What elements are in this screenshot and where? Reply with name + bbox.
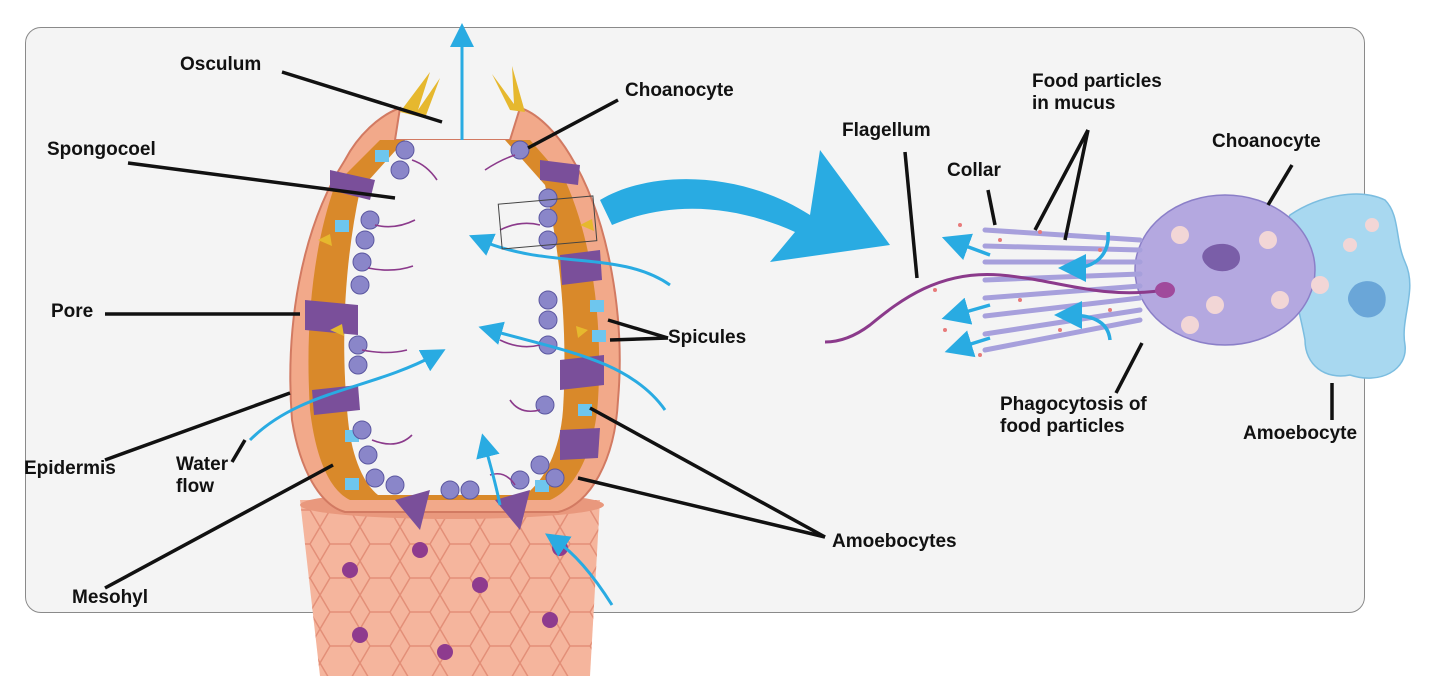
label-spongocoel: Spongocoel: [47, 139, 156, 160]
water-flow-arrows: [248, 23, 671, 606]
zoom-box: [497, 195, 598, 250]
sponge-base: [300, 491, 604, 676]
label-phagocytosis: Phagocytosis of food particles: [1000, 394, 1147, 438]
label-water-flow-line-1: Water: [176, 454, 229, 475]
flagellum-line: [824, 272, 1166, 344]
leader-lines: [104, 70, 1334, 590]
label-collar: Collar: [947, 160, 1001, 181]
sponge-wall: [289, 66, 621, 530]
label-food-particles-line-1: Food particles: [1032, 71, 1162, 92]
label-water-flow: Water flow: [176, 454, 228, 498]
label-spicules: Spicules: [668, 327, 747, 348]
choanocyte-cell: [1134, 194, 1379, 346]
label-epidermis: Epidermis: [24, 458, 116, 479]
label-amoebocytes: Amoebocytes: [832, 531, 957, 552]
label-choanocyte-right: Choanocyte: [1212, 131, 1321, 152]
label-osculum: Osculum: [180, 54, 262, 75]
label-phagocytosis-line-2: food particles: [1000, 416, 1125, 437]
label-food-particles: Food particles in mucus: [1032, 71, 1162, 115]
label-flagellum: Flagellum: [842, 120, 931, 141]
label-pore: Pore: [51, 301, 94, 322]
label-mesohyl: Mesohyl: [72, 587, 149, 608]
label-water-flow-line-2: flow: [176, 476, 214, 497]
label-phagocytosis-line-1: Phagocytosis of: [1000, 394, 1147, 415]
collar-microvilli: [982, 227, 1143, 353]
label-amoebocyte-right: Amoebocyte: [1243, 423, 1358, 444]
label-food-particles-line-2: in mucus: [1032, 93, 1116, 114]
microvilli-flow-arrows: [941, 231, 1112, 358]
choanocyte-lining: [348, 140, 565, 500]
zoom-arrow: [600, 150, 890, 262]
label-choanocyte-left: Choanocyte: [625, 80, 734, 101]
